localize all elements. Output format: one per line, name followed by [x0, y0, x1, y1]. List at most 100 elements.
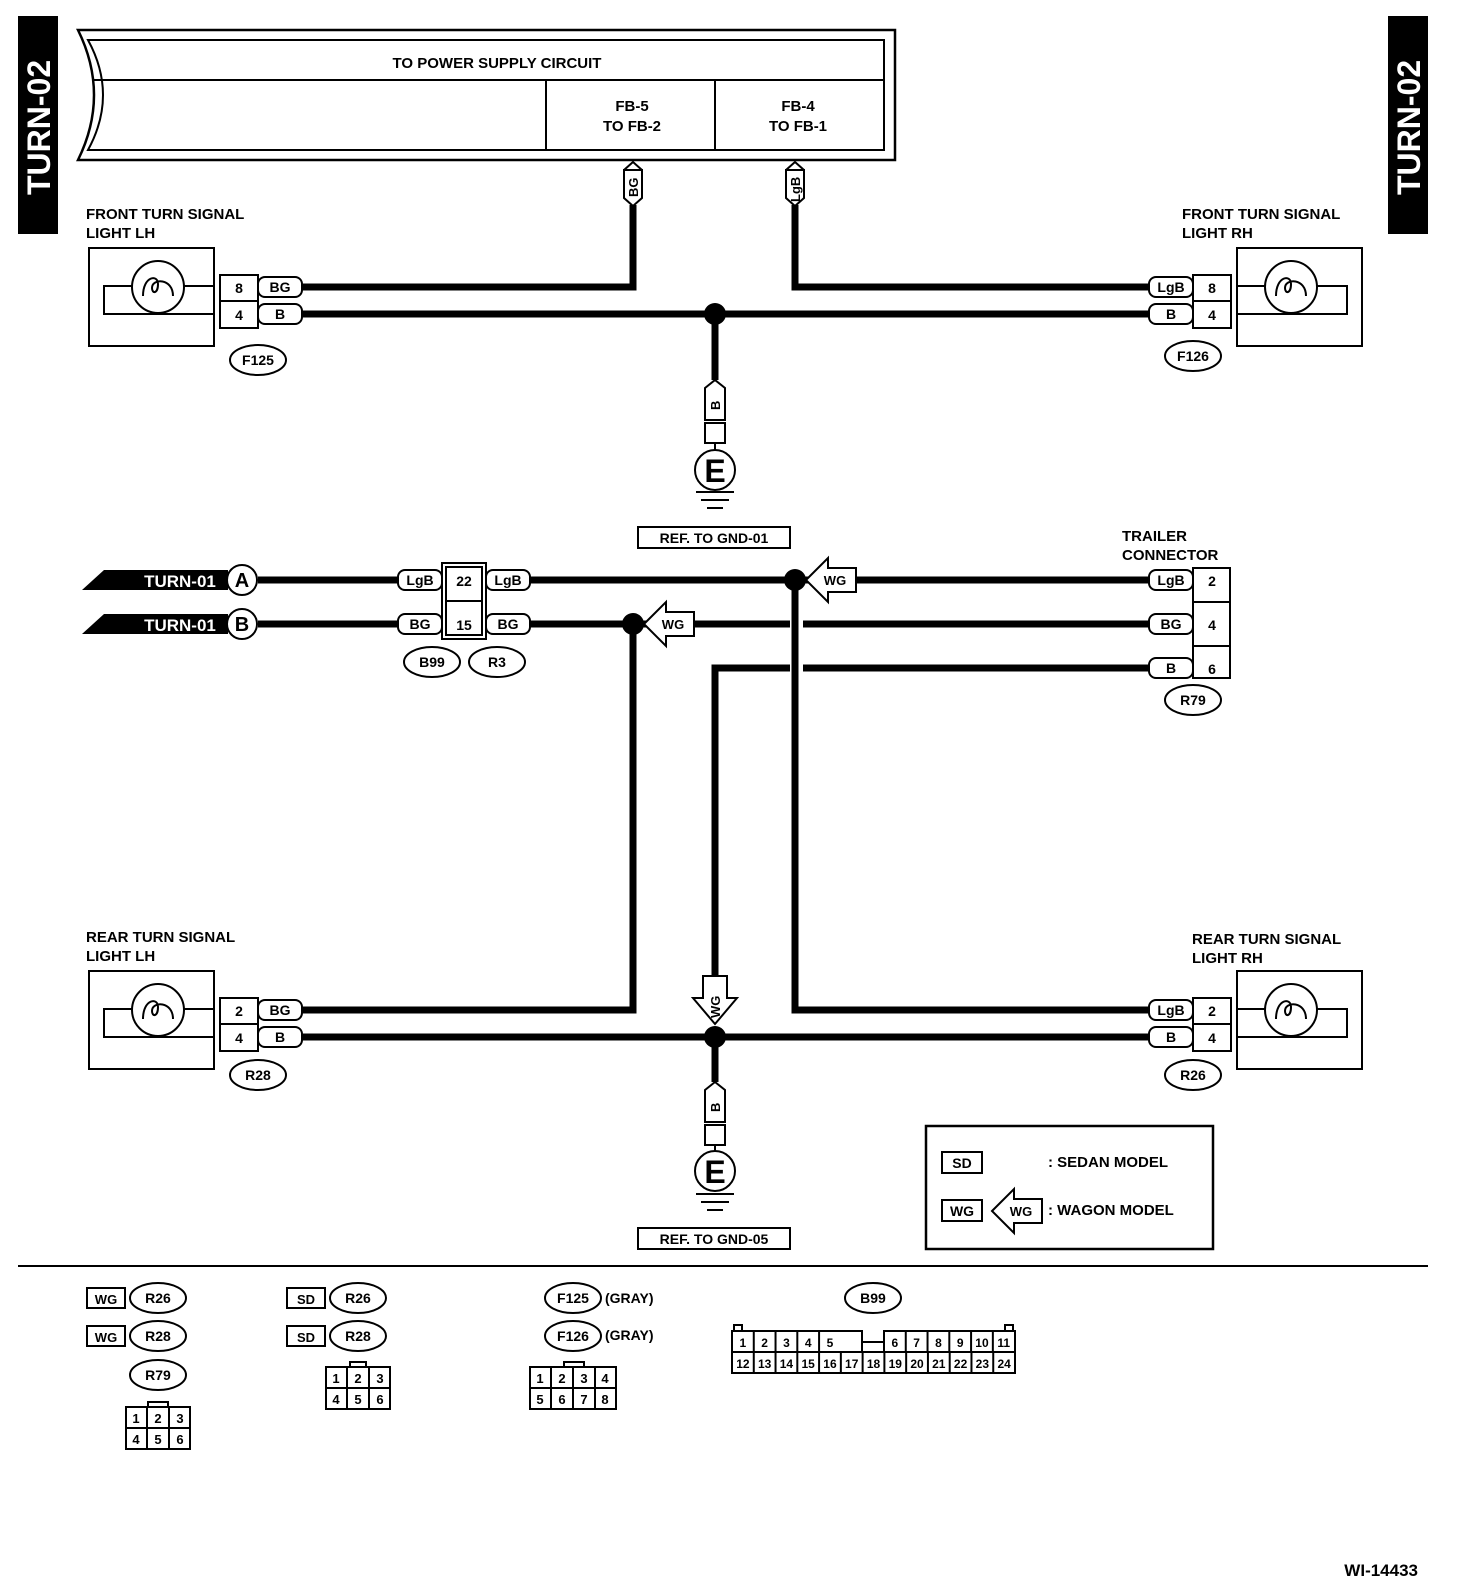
svg-text:4: 4 — [601, 1371, 609, 1386]
power-supply-title: TO POWER SUPPLY CIRCUIT — [393, 55, 602, 72]
turn01-b-ref: TURN-01 B — [82, 608, 258, 640]
svg-text:WG: WG — [95, 1292, 117, 1307]
svg-text:2: 2 — [558, 1371, 565, 1386]
svg-text:3: 3 — [176, 1411, 183, 1426]
b99-pin: 21 — [932, 1357, 946, 1371]
svg-text:BG: BG — [410, 616, 431, 632]
svg-text:B: B — [275, 1029, 285, 1045]
svg-text:FRONT TURN SIGNAL: FRONT TURN SIGNAL — [86, 206, 244, 223]
b99-pin: 17 — [845, 1357, 859, 1371]
b99-pin: 24 — [997, 1357, 1011, 1371]
page-tag-right: TURN-02 — [1388, 16, 1428, 234]
svg-text:E: E — [704, 453, 725, 489]
b99-pin: 14 — [780, 1357, 794, 1371]
svg-text:4: 4 — [132, 1432, 140, 1447]
connector-f125: F125 — [242, 352, 274, 368]
svg-text:F125: F125 — [557, 1290, 589, 1306]
svg-text:4: 4 — [1208, 617, 1216, 633]
wg-arrow-lgb: WG — [804, 555, 857, 605]
svg-text:TURN-02: TURN-02 — [21, 60, 57, 195]
svg-text:WG: WG — [950, 1203, 974, 1219]
wire-tag-lgb-fuse: LgB — [785, 160, 805, 208]
b99-pin: 19 — [889, 1357, 903, 1371]
ground-front: B E REF. TO GND-01 — [637, 378, 791, 549]
svg-text:R28: R28 — [145, 1328, 171, 1344]
svg-text:4: 4 — [235, 1030, 243, 1046]
svg-text:4: 4 — [235, 307, 243, 323]
b99-pin: 6 — [892, 1336, 899, 1350]
svg-text:(GRAY): (GRAY) — [605, 1327, 654, 1343]
svg-text:WG: WG — [824, 573, 846, 588]
b99-pin: 4 — [805, 1336, 812, 1350]
connector-r26: R26 — [1180, 1067, 1206, 1083]
svg-text:8: 8 — [235, 280, 243, 296]
svg-text:LIGHT RH: LIGHT RH — [1192, 950, 1263, 967]
svg-text:6: 6 — [558, 1392, 565, 1407]
connector-r28: R28 — [245, 1067, 271, 1083]
rear-turn-signal-rh: REAR TURN SIGNAL LIGHT RH 2 4 LgB B R26 — [1148, 931, 1363, 1091]
svg-text:B: B — [235, 614, 249, 636]
connector-r79: R79 — [1180, 692, 1206, 708]
power-supply-box: TO POWER SUPPLY CIRCUIT FB-5 TO FB-2 FB-… — [75, 28, 897, 162]
svg-text:TURN-01: TURN-01 — [144, 616, 216, 635]
svg-text:REAR TURN SIGNAL: REAR TURN SIGNAL — [86, 929, 235, 946]
b99-pin: 20 — [910, 1357, 924, 1371]
b99-pin: 23 — [976, 1357, 990, 1371]
svg-text:LgB: LgB — [1157, 279, 1184, 295]
svg-text:SD: SD — [952, 1155, 971, 1171]
svg-text:BG: BG — [270, 1002, 291, 1018]
turn01-a-ref: TURN-01 A — [82, 564, 258, 596]
fuse-fb4-to: TO FB-1 — [769, 118, 827, 135]
svg-text:R26: R26 — [345, 1290, 371, 1306]
svg-text:F126: F126 — [557, 1328, 589, 1344]
svg-text:LgB: LgB — [788, 177, 803, 202]
wg-arrow-down: WG — [690, 975, 740, 1026]
joint-connector-b99-r3: LgB BG 22 15 LgB BG B99 R3 — [397, 562, 531, 678]
svg-text:LIGHT LH: LIGHT LH — [86, 225, 155, 242]
connector-f126: F126 — [1177, 348, 1209, 364]
rear-turn-signal-lh: REAR TURN SIGNAL LIGHT LH 2 4 BG B R28 — [86, 929, 303, 1091]
b99-pin: 15 — [802, 1357, 816, 1371]
figure-id: WI-14433 — [1344, 1561, 1418, 1580]
svg-text:8: 8 — [1208, 280, 1216, 296]
svg-text:BG: BG — [626, 178, 641, 198]
svg-text:B99: B99 — [860, 1290, 886, 1306]
svg-text:LgB: LgB — [406, 572, 433, 588]
b99-pin: 10 — [975, 1336, 989, 1350]
fuse-fb4: FB-4 — [781, 98, 815, 115]
b99-pin: 11 — [997, 1336, 1010, 1350]
svg-text:5: 5 — [536, 1392, 543, 1407]
svg-text:LIGHT RH: LIGHT RH — [1182, 225, 1253, 242]
b99-pin: 5 — [827, 1336, 834, 1350]
svg-text:REAR TURN SIGNAL: REAR TURN SIGNAL — [1192, 931, 1341, 948]
svg-text:(GRAY): (GRAY) — [605, 1290, 654, 1306]
svg-text:BG: BG — [1161, 616, 1182, 632]
svg-text:LgB: LgB — [1157, 1002, 1184, 1018]
b99-pin: 12 — [736, 1357, 750, 1371]
fuse-fb5-to: TO FB-2 — [603, 118, 661, 135]
b99-pin: 9 — [957, 1336, 964, 1350]
svg-text:4: 4 — [1208, 1030, 1216, 1046]
fuse-fb5: FB-5 — [615, 98, 648, 115]
svg-text:E: E — [704, 1154, 725, 1190]
svg-text:B: B — [1166, 306, 1176, 322]
b99-pin: 18 — [867, 1357, 881, 1371]
svg-text:2: 2 — [354, 1371, 361, 1386]
wg-arrow-bg: WG — [642, 599, 695, 649]
svg-text:B: B — [1166, 1029, 1176, 1045]
svg-text:7: 7 — [580, 1392, 587, 1407]
svg-text:LgB: LgB — [494, 572, 521, 588]
svg-text:4: 4 — [332, 1392, 340, 1407]
trailer-connector: TRAILER CONNECTOR 2 4 6 LgB BG B R79 — [1122, 528, 1231, 716]
svg-text:CONNECTOR: CONNECTOR — [1122, 547, 1219, 564]
svg-text:R28: R28 — [345, 1328, 371, 1344]
svg-text:1: 1 — [536, 1371, 543, 1386]
svg-text:FRONT TURN SIGNAL: FRONT TURN SIGNAL — [1182, 206, 1340, 223]
svg-text:WG: WG — [95, 1330, 117, 1345]
legend-wagon: : WAGON MODEL — [1048, 1202, 1174, 1219]
svg-text:3: 3 — [580, 1371, 587, 1386]
svg-text:15: 15 — [456, 617, 472, 633]
svg-text:1: 1 — [332, 1371, 339, 1386]
svg-text:B: B — [1166, 660, 1176, 676]
